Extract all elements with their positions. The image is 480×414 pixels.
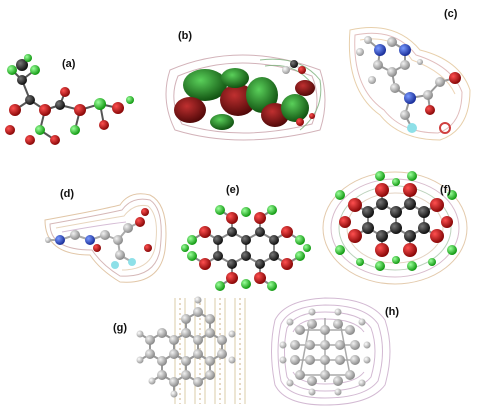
panel-c-molecule [348,27,471,141]
panel-label-h: (h) [385,306,400,318]
panel-label-g: (g) [113,322,128,334]
panel-d-molecule [44,193,167,283]
panel-b-orbital [165,54,326,141]
panel-label-c: (c) [444,8,458,20]
panel-f-molecule [322,171,468,285]
panel-e-molecule [181,205,311,291]
panel-a-molecule [5,54,134,145]
panel-label-d: (d) [60,188,75,200]
panel-h-molecule [271,297,391,406]
panel-label-f: (f) [440,184,451,196]
panel-label-b: (b) [178,30,193,42]
panel-g-molecule [136,296,246,404]
panel-label-a: (a) [62,58,76,70]
panel-label-e: (e) [226,184,240,196]
